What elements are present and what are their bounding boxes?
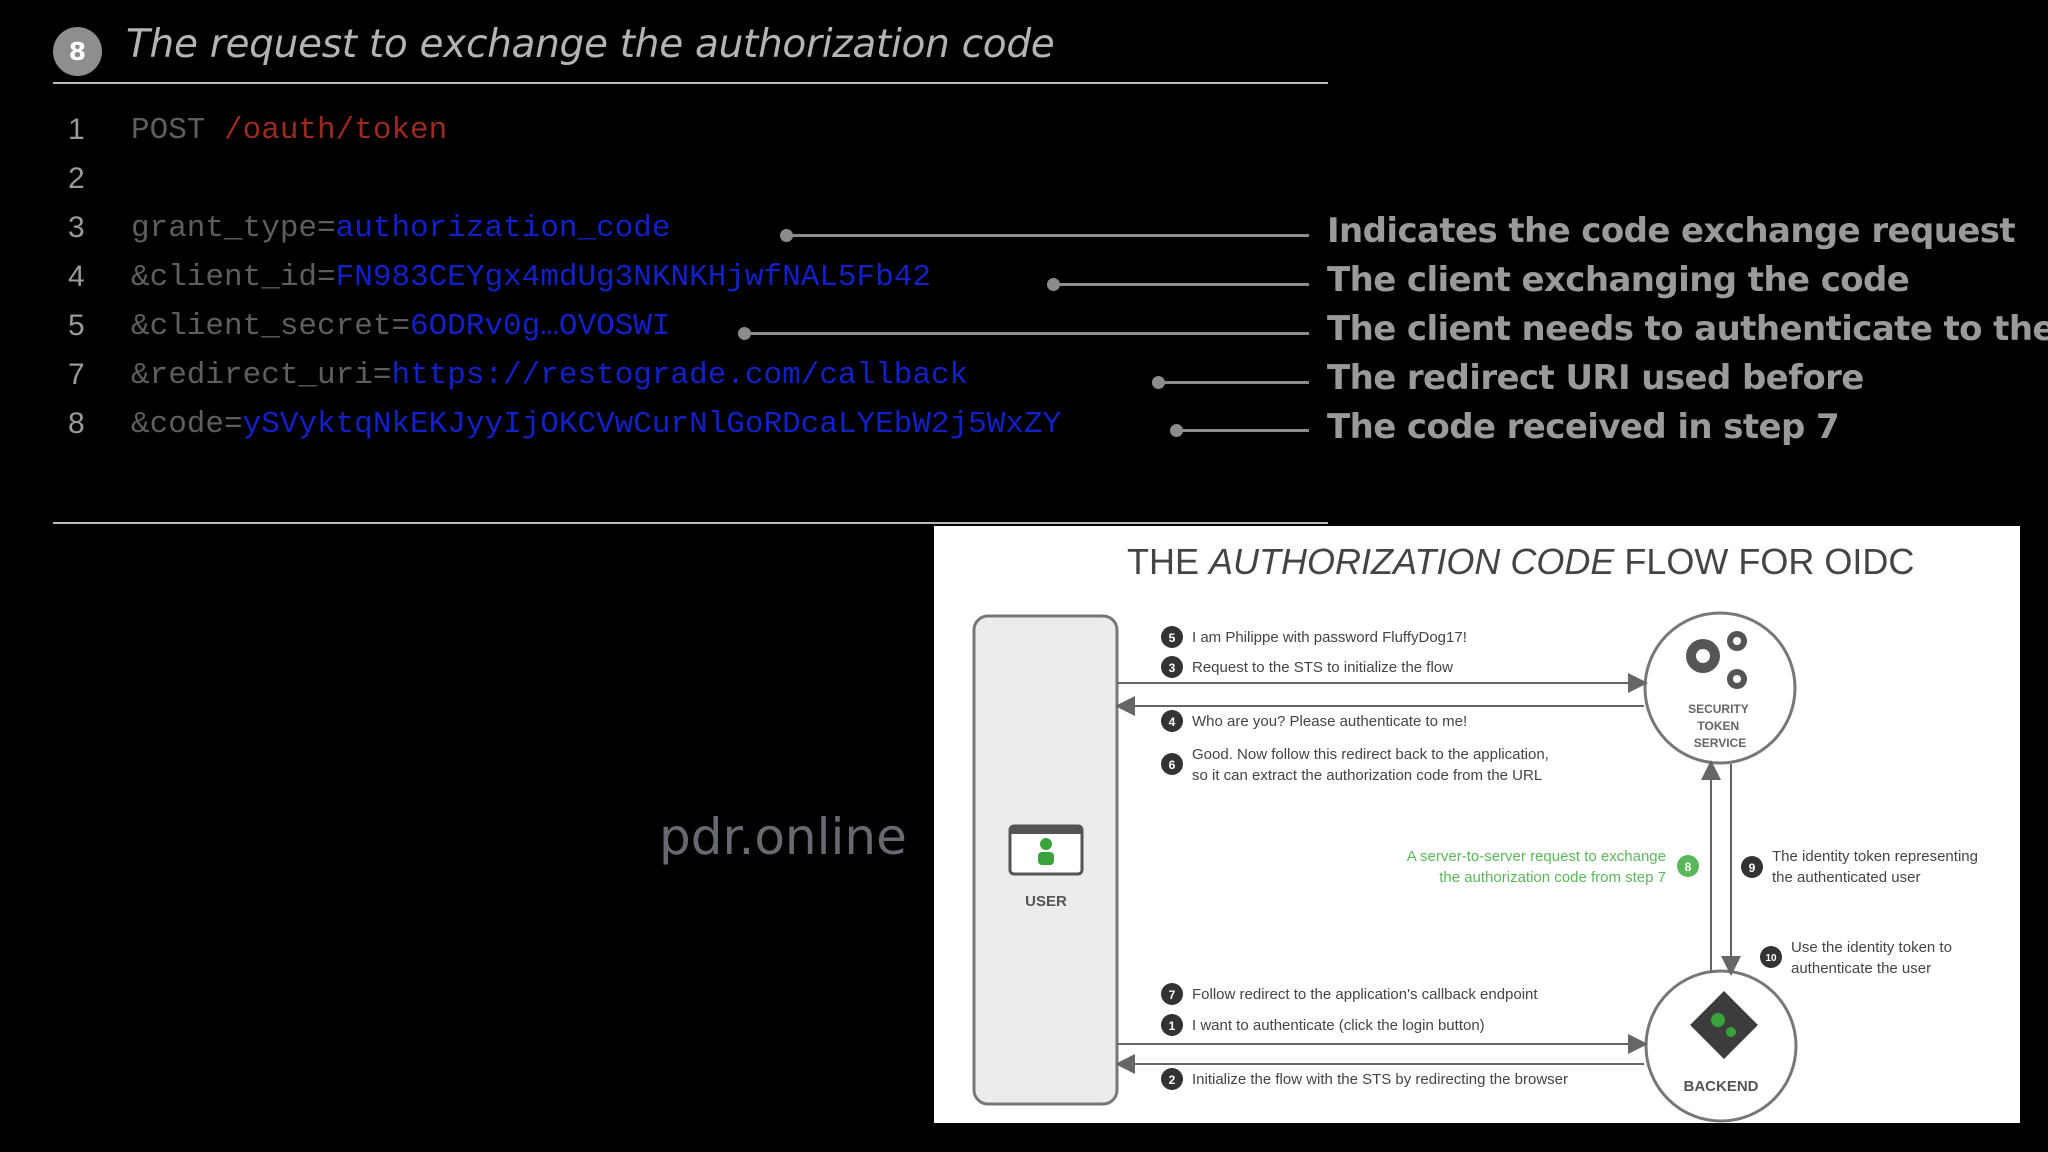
svg-text:5: 5 bbox=[1169, 631, 1176, 645]
step-3-text: Request to the STS to initialize the flo… bbox=[1192, 659, 1453, 676]
annotation-client-secret: The client needs to authenticate to the … bbox=[1327, 309, 2048, 349]
line-number: 5 bbox=[68, 309, 85, 342]
step-7-text: Follow redirect to the application's cal… bbox=[1192, 986, 1538, 1003]
backend-label: BACKEND bbox=[1684, 1078, 1759, 1095]
svg-text:7: 7 bbox=[1169, 988, 1176, 1002]
title-divider bbox=[53, 82, 1328, 84]
connector-line bbox=[786, 234, 1309, 237]
annotation-client-id: The client exchanging the code bbox=[1327, 260, 1910, 300]
gears-icon bbox=[1686, 631, 1747, 689]
svg-text:10: 10 bbox=[1765, 953, 1777, 964]
svg-text:9: 9 bbox=[1749, 861, 1756, 875]
code-text: &code=ySVyktqNkEKJyyIjOKCVwCurNlGoRDcaLY… bbox=[131, 407, 1062, 442]
connector-line bbox=[1176, 429, 1309, 432]
connector-line bbox=[744, 332, 1309, 335]
step-5-text: I am Philippe with password FluffyDog17! bbox=[1192, 629, 1467, 646]
step-9-text-line2: the authenticated user bbox=[1772, 869, 1920, 886]
user-label: USER bbox=[1025, 893, 1067, 910]
connector-line bbox=[1053, 283, 1309, 286]
code-text: POST /oauth/token bbox=[131, 113, 448, 148]
svg-text:6: 6 bbox=[1169, 758, 1176, 772]
annotation-code: The code received in step 7 bbox=[1327, 407, 1840, 447]
browser-icon bbox=[1008, 824, 1084, 876]
step-2-text: Initialize the flow with the STS by redi… bbox=[1192, 1071, 1568, 1088]
code-text: grant_type=authorization_code bbox=[131, 211, 671, 246]
connector-line bbox=[1158, 381, 1309, 384]
annotation-grant-type: Indicates the code exchange request bbox=[1327, 211, 2016, 251]
step-10-text-line2: authenticate the user bbox=[1791, 960, 1931, 977]
code-divider bbox=[53, 522, 1328, 524]
step-10-text: Use the identity token to bbox=[1791, 939, 1952, 956]
oidc-flow-diagram: THE AUTHORIZATION CODE FLOW FOR OIDC USE… bbox=[934, 526, 2020, 1123]
step-6-text-line2: so it can extract the authorization code… bbox=[1192, 767, 1542, 784]
step-1-text: I want to authenticate (click the login … bbox=[1192, 1017, 1485, 1034]
step-6-text: Good. Now follow this redirect back to t… bbox=[1192, 746, 1549, 763]
step-9-text: The identity token representing bbox=[1772, 848, 1978, 865]
code-text: &client_id=FN983CEYgx4mdUg3NKNKHjwfNAL5F… bbox=[131, 260, 931, 295]
diagram-title: THE AUTHORIZATION CODE FLOW FOR OIDC bbox=[1127, 541, 1914, 582]
code-text: &redirect_uri=https://restograde.com/cal… bbox=[131, 358, 969, 393]
step-number-badge: 8 bbox=[53, 27, 102, 76]
svg-text:4: 4 bbox=[1169, 715, 1176, 729]
line-number: 7 bbox=[68, 358, 85, 391]
svg-text:2: 2 bbox=[1169, 1073, 1176, 1087]
line-number: 8 bbox=[68, 407, 85, 440]
step-4-text: Who are you? Please authenticate to me! bbox=[1192, 713, 1467, 730]
svg-text:3: 3 bbox=[1169, 661, 1176, 675]
line-number: 4 bbox=[68, 260, 85, 293]
svg-text:8: 8 bbox=[1685, 860, 1692, 874]
line-number: 3 bbox=[68, 211, 85, 244]
annotation-redirect-uri: The redirect URI used before bbox=[1327, 358, 1864, 398]
line-number: 1 bbox=[68, 113, 85, 146]
step-8-text-line2: the authorization code from step 7 bbox=[1439, 869, 1666, 886]
sts-label: SECURITY TOKEN SERVICE bbox=[1688, 702, 1752, 750]
slide-title: The request to exchange the authorizatio… bbox=[126, 22, 1055, 67]
line-number: 2 bbox=[68, 162, 85, 195]
code-text: &client_secret=6ODRv0g…OVOSWI bbox=[131, 309, 671, 344]
step-8-text: A server-to-server request to exchange bbox=[1407, 848, 1666, 865]
svg-text:1: 1 bbox=[1169, 1019, 1176, 1033]
watermark: pdr.online bbox=[659, 808, 907, 866]
